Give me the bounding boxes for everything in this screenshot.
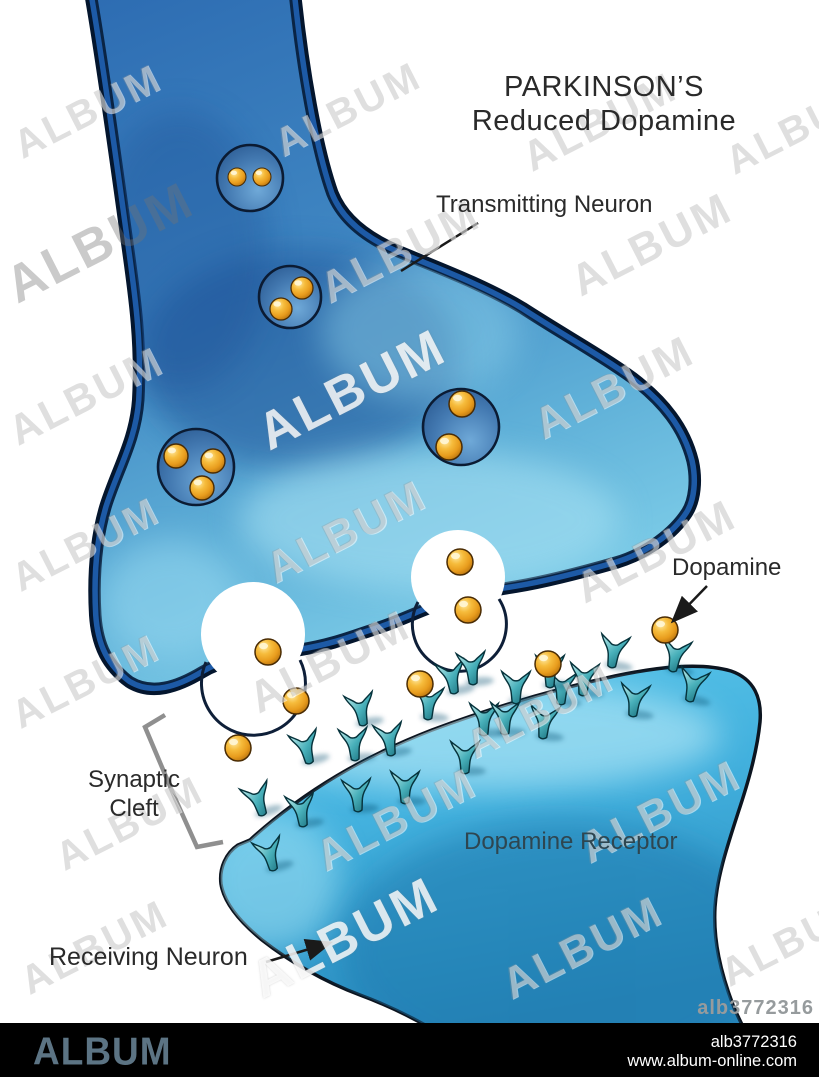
receiving-neuron-shading <box>220 680 761 1047</box>
dopamine-receptor <box>288 727 330 769</box>
dopamine-molecule <box>651 616 679 644</box>
synaptic-cleft-label-line1: Synaptic <box>87 766 181 793</box>
dopamine-molecule <box>224 734 252 762</box>
synaptic-cleft-label: Synaptic Cleft <box>68 765 200 823</box>
dopamine-molecule <box>290 276 314 300</box>
receiving-neuron-arrow <box>265 938 334 964</box>
title-line1: PARKINSON’S <box>504 71 704 103</box>
image-id-watermark: alb3772316 <box>697 997 814 1019</box>
annotation-graphics <box>142 221 708 964</box>
page-title: PARKINSON’S Reduced Dopamine <box>388 70 819 138</box>
dopamine-receptor <box>456 651 494 688</box>
transmitting-neuron-label: Transmitting Neuron <box>436 191 653 218</box>
dopamine-molecule <box>454 596 482 624</box>
fusing-vesicle-left <box>201 582 305 686</box>
dopamine-receptor <box>502 671 537 705</box>
album-logo: ALBUM <box>33 1030 172 1074</box>
vesicle <box>215 143 285 213</box>
dopamine-receptor-label: Dopamine Receptor <box>464 828 678 855</box>
synaptic-cleft-bracket <box>142 713 224 850</box>
dopamine-molecule <box>200 448 226 474</box>
dopamine-molecule <box>446 548 474 576</box>
dopamine-receptor <box>338 727 376 764</box>
fusing-vesicle-middle <box>411 530 505 624</box>
dopamine-molecule <box>435 433 463 461</box>
dopamine-receptor <box>597 634 637 673</box>
footer-image-id: alb3772316 <box>710 1033 797 1051</box>
dopamine-molecule <box>252 167 272 187</box>
dopamine-molecule <box>282 687 310 715</box>
footer-bar: ALBUM alb3772316 www.album-online.com <box>0 1023 819 1077</box>
dopamine-receptor <box>344 690 385 730</box>
dopamine-molecule <box>189 475 215 501</box>
dopamine-molecule <box>269 297 293 321</box>
dopamine-molecule <box>163 443 189 469</box>
transmitting-neuron-pointer-line <box>400 221 479 273</box>
dopamine-label: Dopamine <box>672 554 782 581</box>
title-line2: Reduced Dopamine <box>471 105 737 137</box>
dopamine-arrow <box>670 585 708 624</box>
receiving-neuron <box>218 664 763 1049</box>
dopamine-molecule <box>227 167 247 187</box>
dopamine-molecule <box>448 390 476 418</box>
dopamine-molecule <box>254 638 282 666</box>
receiving-neuron-label: Receiving Neuron <box>49 943 248 971</box>
dopamine-molecule <box>406 670 434 698</box>
vesicle <box>257 264 323 330</box>
synaptic-cleft-label-line2: Cleft <box>109 795 159 822</box>
synaptic-vesicles <box>156 143 501 507</box>
dopamine-molecule <box>534 650 562 678</box>
footer-credits: alb3772316 www.album-online.com <box>627 1033 797 1071</box>
footer-url: www.album-online.com <box>627 1052 797 1070</box>
